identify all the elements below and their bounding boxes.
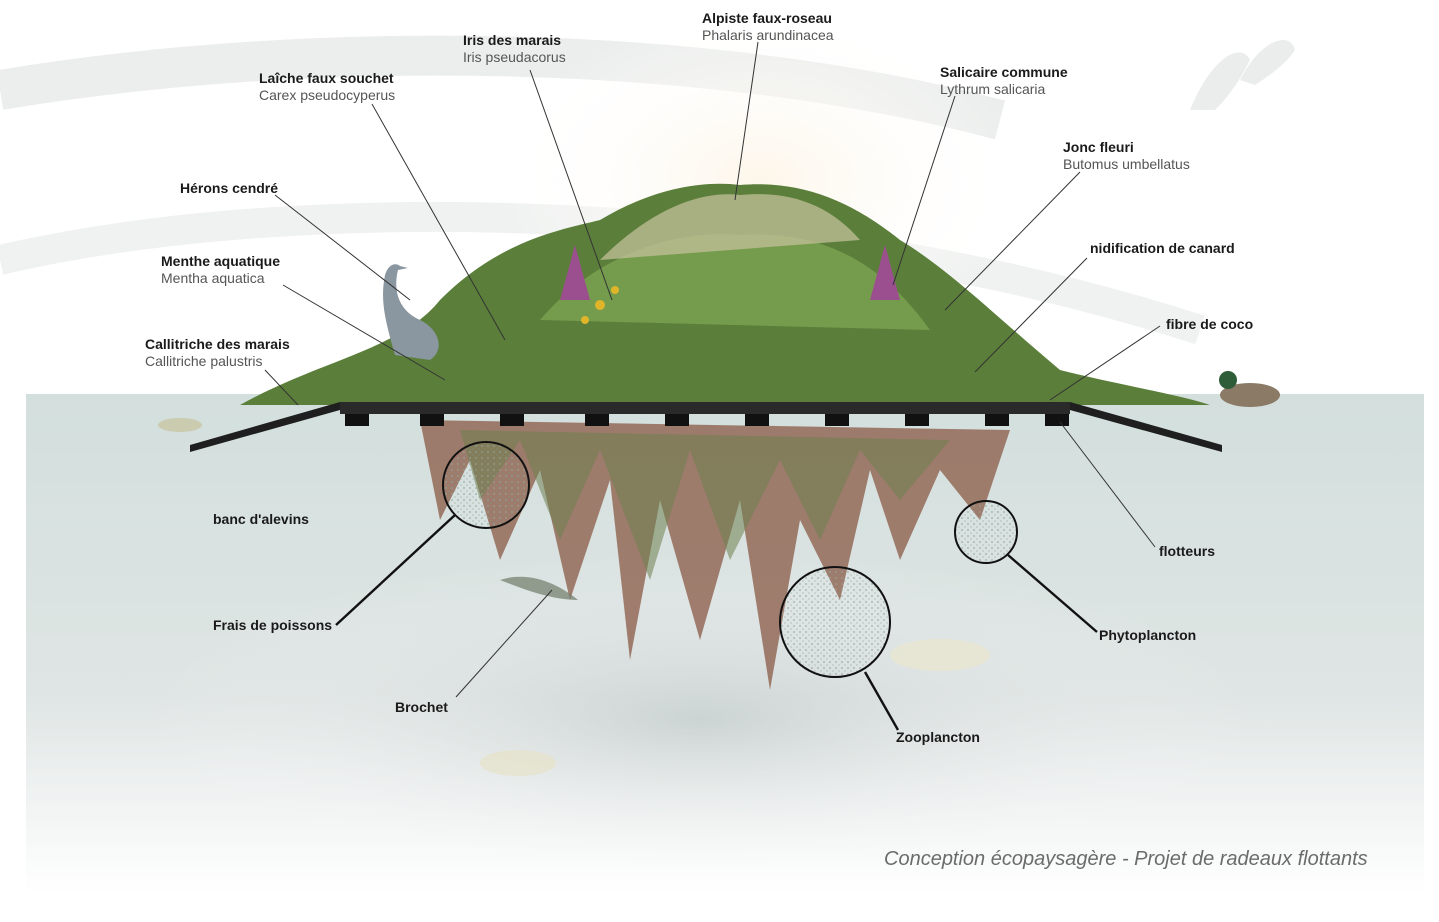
label-flotteurs: flotteurs <box>1159 543 1215 560</box>
label-laiche: Laîche faux souchet Carex pseudocyperus <box>259 70 395 104</box>
label-common-name: Iris des marais <box>463 32 566 49</box>
caption: Conception écopaysagère - Projet de rade… <box>884 848 1368 871</box>
label-brochet: Brochet <box>395 699 448 716</box>
label-banc: banc d'alevins <box>213 511 309 528</box>
label-latin-name: Mentha aquatica <box>161 270 280 287</box>
label-alpiste: Alpiste faux-roseau Phalaris arundinacea <box>702 10 834 44</box>
label-common-name: Jonc fleuri <box>1063 139 1190 156</box>
label-latin-name: Callitriche palustris <box>145 353 290 370</box>
label-herons: Hérons cendré <box>180 180 278 197</box>
label-common-name: Salicaire commune <box>940 64 1068 81</box>
label-nidification: nidification de canard <box>1090 240 1235 257</box>
duck-illustration <box>1219 371 1280 407</box>
phytoplankton-circle <box>955 501 1017 563</box>
label-salicaire: Salicaire commune Lythrum salicaria <box>940 64 1068 98</box>
label-fibre: fibre de coco <box>1166 316 1253 333</box>
label-latin-name: Iris pseudacorus <box>463 49 566 66</box>
label-frais: Frais de poissons <box>213 617 332 634</box>
label-phytoplancton: Phytoplancton <box>1099 627 1196 644</box>
label-common-name: Callitriche des marais <box>145 336 290 353</box>
flying-birds-illustration <box>1190 40 1295 110</box>
label-common-name: Menthe aquatique <box>161 253 280 270</box>
label-latin-name: Lythrum salicaria <box>940 81 1068 98</box>
label-latin-name: Carex pseudocyperus <box>259 87 395 104</box>
label-latin-name: Phalaris arundinacea <box>702 27 834 44</box>
label-jonc: Jonc fleuri Butomus umbellatus <box>1063 139 1190 173</box>
label-common-name: Alpiste faux-roseau <box>702 10 834 27</box>
label-latin-name: Butomus umbellatus <box>1063 156 1190 173</box>
label-common-name: Laîche faux souchet <box>259 70 395 87</box>
label-menthe: Menthe aquatique Mentha aquatica <box>161 253 280 287</box>
label-zooplancton: Zooplancton <box>896 729 980 746</box>
fry-circle <box>443 442 529 528</box>
label-callitriche: Callitriche des marais Callitriche palus… <box>145 336 290 370</box>
label-iris: Iris des marais Iris pseudacorus <box>463 32 566 66</box>
zooplankton-circle <box>780 567 890 677</box>
